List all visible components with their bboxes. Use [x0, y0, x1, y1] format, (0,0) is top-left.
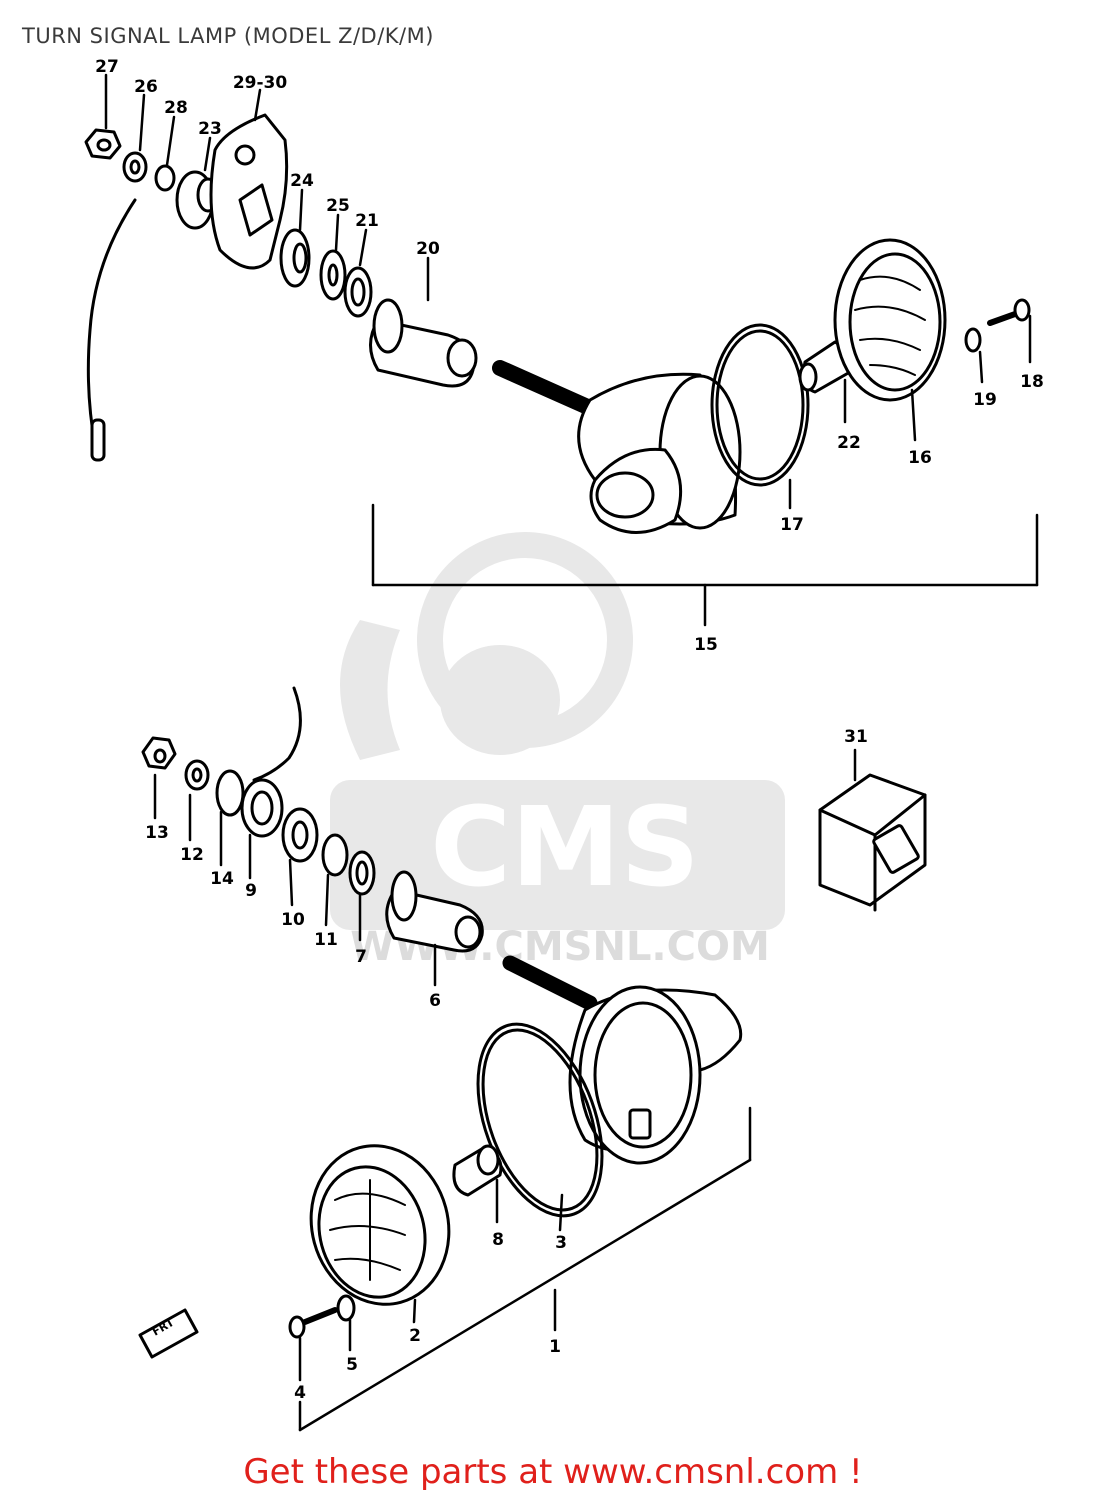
watermark-logo: [330, 532, 785, 930]
callout-19: 19: [973, 390, 997, 410]
callout-25: 25: [326, 196, 350, 216]
callout-7: 7: [355, 947, 367, 967]
callout-labels: 27 26 28 23 29-30 24 25 21 20 18 19 22 1…: [95, 57, 1044, 1403]
callout-27: 27: [95, 57, 119, 77]
callout-31: 31: [844, 727, 868, 747]
upper-assembly: [84, 73, 1039, 627]
callout-17: 17: [780, 515, 804, 535]
callout-10: 10: [281, 910, 305, 930]
callout-12: 12: [180, 845, 204, 865]
callout-13: 13: [145, 823, 169, 843]
callout-20: 20: [416, 239, 440, 259]
callout-26: 26: [134, 77, 158, 97]
page-title: TURN SIGNAL LAMP (MODEL Z/D/K/M): [22, 24, 434, 48]
callout-1: 1: [549, 1337, 561, 1357]
callout-29-30: 29-30: [233, 73, 288, 93]
callout-4: 4: [294, 1383, 306, 1403]
callout-5: 5: [346, 1355, 358, 1375]
watermark-brand: CMS: [430, 783, 699, 911]
callout-28: 28: [164, 98, 188, 118]
callout-8: 8: [492, 1230, 504, 1250]
callout-22: 22: [837, 433, 861, 453]
callout-16: 16: [908, 448, 932, 468]
callout-9: 9: [245, 881, 257, 901]
callout-14: 14: [210, 869, 234, 889]
callout-23: 23: [198, 119, 222, 139]
lower-assembly: FRT: [138, 686, 927, 1432]
callout-18: 18: [1020, 372, 1044, 392]
callout-2: 2: [409, 1326, 421, 1346]
callout-6: 6: [429, 991, 441, 1011]
callout-21: 21: [355, 211, 379, 231]
callout-11: 11: [314, 930, 338, 950]
callout-15: 15: [694, 635, 718, 655]
callout-3: 3: [555, 1233, 567, 1253]
footer-promo-link[interactable]: Get these parts at www.cmsnl.com !: [243, 1452, 863, 1492]
callout-24: 24: [290, 171, 314, 191]
